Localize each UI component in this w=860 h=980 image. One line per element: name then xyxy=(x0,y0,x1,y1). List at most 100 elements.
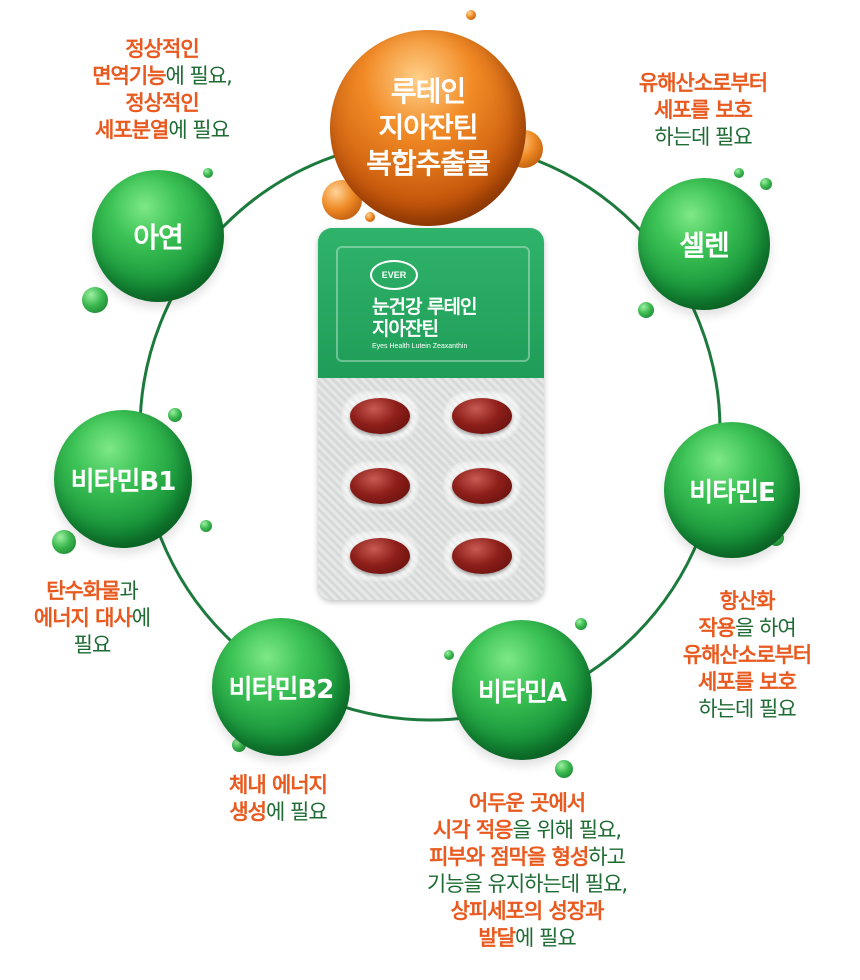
highlight-text: 어두운 곳에서 xyxy=(468,791,586,815)
description-line: 면역기능에 필요, xyxy=(46,63,278,90)
plain-text: 하고 xyxy=(588,845,626,869)
capsule xyxy=(452,538,512,574)
description-line: 발달에 필요 xyxy=(380,925,674,952)
pack-foil xyxy=(318,378,544,600)
droplet xyxy=(203,168,213,178)
description-line: 작용을 하여 xyxy=(640,615,854,642)
vitamin-b2-label: 비타민B2 xyxy=(228,674,335,705)
blister-pack-image: EVER 눈건강 루테인 지아잔틴 Eyes Health Lutein Zea… xyxy=(318,228,544,600)
plain-text: 에 필요 xyxy=(515,926,577,950)
description-line: 탄수화물과 xyxy=(6,578,178,605)
droplet xyxy=(444,650,454,660)
center-title: 루테인 지아잔틴 복합추출물 xyxy=(366,74,491,182)
plain-text: 을 위해 필요, xyxy=(512,818,622,842)
description-line: 유해산소로부터 xyxy=(598,70,808,97)
vitamin-e-bubble: 비타민E xyxy=(664,422,800,558)
highlight-text: 세포를 보호 xyxy=(654,98,753,122)
description-line: 하는데 필요 xyxy=(598,124,808,151)
highlight-text: 에너지 대사 xyxy=(33,606,133,630)
description-line: 피부와 점막을 형성하고 xyxy=(380,844,674,871)
droplet xyxy=(365,212,375,222)
highlight-text: 발달 xyxy=(478,926,516,950)
vitamin-e-label: 비타민E xyxy=(689,477,776,508)
pack-title-line: 지아잔틴 xyxy=(372,318,439,340)
plain-text: 필요 xyxy=(73,633,112,657)
selenium-bubble: 셀렌 xyxy=(638,178,770,310)
highlight-text: 면역기능 xyxy=(92,64,166,88)
selenium-label: 셀렌 xyxy=(679,229,730,262)
pack-label-area: EVER 눈건강 루테인 지아잔틴 Eyes Health Lutein Zea… xyxy=(318,228,544,378)
plain-text: 에 필요, xyxy=(165,64,232,88)
pack-border xyxy=(336,246,530,362)
highlight-text: 피부와 점막을 형성 xyxy=(429,845,589,869)
plain-text: 하는데 필요 xyxy=(698,697,796,721)
highlight-text: 탄수화물 xyxy=(46,579,120,603)
description-line: 생성에 필요 xyxy=(196,799,360,826)
capsule-slot xyxy=(442,390,522,442)
highlight-text: 상피세포의 성장과 xyxy=(450,899,605,923)
highlight-text: 정상적인 xyxy=(125,91,199,115)
description-line: 체내 에너지 xyxy=(196,772,360,799)
highlight-text: 항산화 xyxy=(719,589,776,613)
description-line: 상피세포의 성장과 xyxy=(380,898,674,925)
highlight-text: 유해산소로부터 xyxy=(682,643,812,667)
capsule xyxy=(350,398,410,434)
capsule-slot xyxy=(340,460,420,512)
highlight-text: 세포분열 xyxy=(95,118,169,142)
description-line: 시각 적응을 위해 필요, xyxy=(380,817,674,844)
description-line: 필요 xyxy=(6,632,178,659)
description-line: 정상적인 xyxy=(46,36,278,63)
plain-text: 에 필요 xyxy=(168,118,230,142)
droplet xyxy=(555,760,573,778)
center-title-line: 지아잔틴 xyxy=(378,111,478,144)
brand-logo: EVER xyxy=(370,260,418,290)
droplet xyxy=(760,178,772,190)
droplet xyxy=(200,520,212,532)
highlight-text: 작용 xyxy=(698,616,736,640)
capsule-slot xyxy=(340,530,420,582)
vitamin-b1-label: 비타민B1 xyxy=(70,466,177,497)
description-line: 기능을 유지하는데 필요, xyxy=(380,871,674,898)
capsule-slot xyxy=(442,530,522,582)
zinc-label: 아연 xyxy=(133,221,184,254)
droplet xyxy=(575,618,587,630)
capsule xyxy=(350,538,410,574)
lutein-zeaxanthin-bubble: 루테인 지아잔틴 복합추출물 xyxy=(330,30,526,226)
plain-text: 기능을 유지하는데 필요, xyxy=(426,872,628,896)
highlight-text: 정상적인 xyxy=(125,37,199,61)
capsule xyxy=(452,468,512,504)
droplet xyxy=(466,10,476,20)
pack-title: 눈건강 루테인 지아잔틴 xyxy=(372,296,477,340)
droplet xyxy=(638,302,654,318)
description-line: 에너지 대사에 xyxy=(6,605,178,632)
center-title-line: 루테인 xyxy=(390,75,466,108)
highlight-text: 시각 적응 xyxy=(432,818,514,842)
pack-subtitle: Eyes Health Lutein Zeaxanthin xyxy=(372,343,468,350)
description-line: 하는데 필요 xyxy=(640,696,854,723)
droplet xyxy=(734,168,744,178)
capsule xyxy=(452,398,512,434)
zinc-bubble: 아연 xyxy=(92,170,224,302)
vitamin-b2-bubble: 비타민B2 xyxy=(212,618,350,756)
highlight-text: 유해산소로부터 xyxy=(638,71,768,95)
plain-text: 에 xyxy=(131,606,151,630)
droplet xyxy=(168,408,182,422)
description-line: 세포를 보호 xyxy=(598,97,808,124)
description-line: 세포를 보호 xyxy=(640,669,854,696)
description-line: 정상적인 xyxy=(46,90,278,117)
droplet xyxy=(82,287,108,313)
plain-text: 을 하여 xyxy=(735,616,797,640)
capsule-slot xyxy=(340,390,420,442)
description-line: 유해산소로부터 xyxy=(640,642,854,669)
center-title-line: 복합추출물 xyxy=(366,147,491,180)
highlight-text: 체내 에너지 xyxy=(229,773,328,797)
capsule-slot xyxy=(442,460,522,512)
description-line: 세포분열에 필요 xyxy=(46,117,278,144)
plain-text: 과 xyxy=(119,579,138,603)
